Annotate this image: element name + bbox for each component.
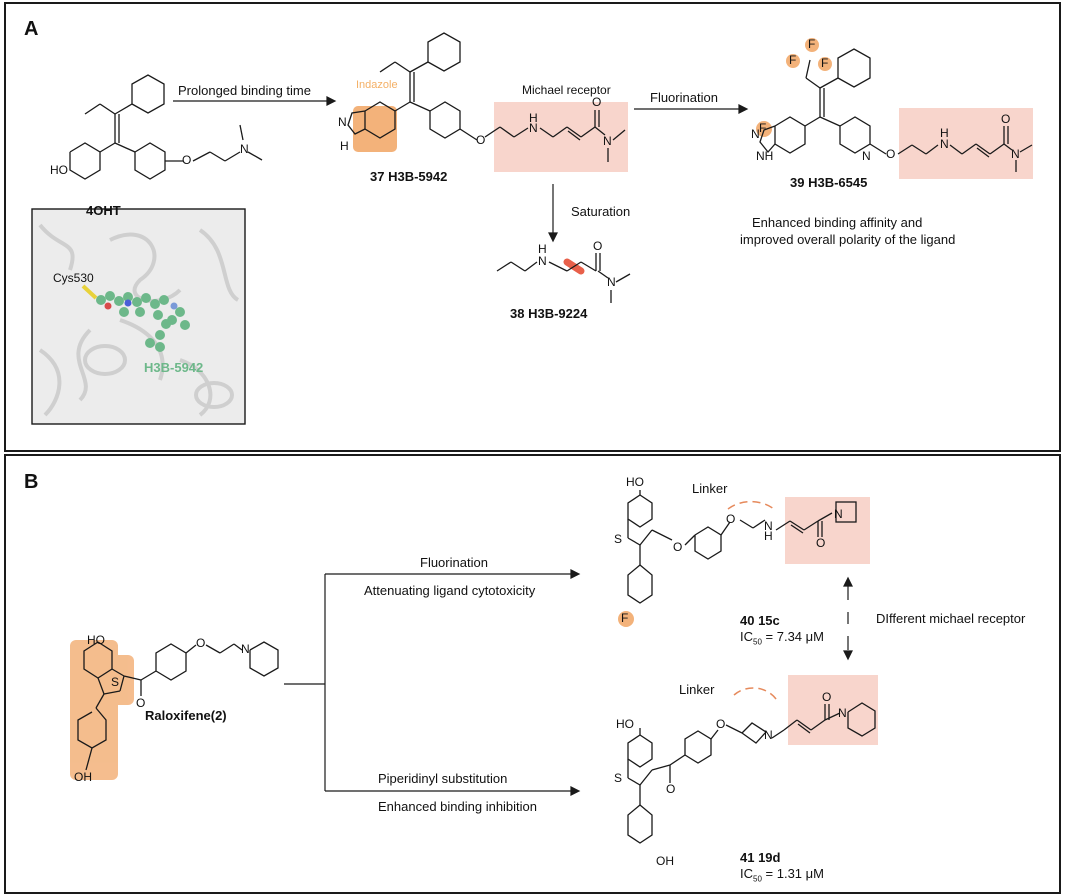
atom-nh-39: NH — [756, 149, 774, 163]
raloxifene-label: Raloxifene(2) — [145, 708, 227, 723]
atom-n-37: N — [338, 115, 347, 129]
different-receptor-note: DIfferent michael receptor — [876, 611, 1026, 626]
atom-n-40: N — [764, 519, 773, 533]
atom-n-azetidine-41: N — [764, 728, 773, 742]
compound-4oht-label: 4OHT — [86, 203, 121, 218]
atom-oh-41: OH — [656, 854, 674, 868]
atom-oh-raloxifene: OH — [74, 770, 92, 784]
atom-o-carbonyl-41: O — [666, 782, 676, 796]
atom-h-39: H — [940, 126, 949, 140]
atom-o-carbonyl-raloxifene: O — [136, 696, 146, 710]
inset-binding-pocket — [31, 208, 246, 425]
michael-box-40 — [785, 497, 870, 564]
linker-label-41: Linker — [679, 682, 715, 697]
atom-o-4oht: O — [182, 153, 192, 167]
atom-n-39: N — [751, 127, 760, 141]
atom-s-40: S — [614, 532, 623, 546]
atom-n-raloxifene: N — [241, 642, 250, 656]
atom-namide-39: N — [1011, 147, 1020, 161]
structure-37 — [347, 32, 626, 162]
structure-39 — [756, 38, 1033, 172]
atom-n-39b: N — [940, 137, 949, 151]
michael-box-41 — [788, 675, 878, 745]
linker-arc-40 — [727, 500, 775, 510]
atom-namide-40: N — [834, 507, 843, 521]
enhanced-note-line2: improved overall polarity of the ligand — [740, 232, 956, 247]
atom-o-carbonyl-39: O — [1001, 112, 1011, 126]
panel-b-letter: B — [24, 471, 39, 493]
atom-ho-40: HO — [626, 475, 644, 489]
atom-o-37: O — [476, 133, 486, 147]
atom-nh-37: H — [529, 111, 538, 125]
atom-n-37b: N — [529, 121, 538, 135]
ic50-40-value: = 7.34 μM — [765, 629, 824, 644]
atom-namide-38: N — [607, 275, 616, 289]
atom-npyr-39: N — [862, 149, 871, 163]
atom-o-phenoxy-40: O — [673, 540, 683, 554]
arrow-label-fluorination-b: Fluorination — [420, 555, 488, 570]
panel-a — [4, 2, 1061, 452]
arrow-label-inhibition: Enhanced binding inhibition — [378, 799, 538, 814]
arrow-label-prolonged: Prolonged binding time — [178, 83, 311, 98]
michael-box-39 — [899, 108, 1033, 179]
atom-f1-39: F — [789, 53, 797, 67]
structure-raloxifene — [70, 640, 279, 780]
atom-o-carbonyl-40: O — [816, 536, 826, 550]
linker-label-40: Linker — [692, 481, 728, 496]
atom-ho-41: HO — [616, 717, 634, 731]
panel-b — [4, 454, 1061, 894]
michael-box-37 — [494, 102, 628, 172]
ic50-41-value: = 1.31 μM — [765, 866, 824, 881]
arrow-label-cytotoxicity: Attenuating ligand cytotoxicity — [364, 583, 536, 598]
structure-4oht — [69, 74, 263, 180]
structure-40 — [618, 490, 857, 627]
ic50-41: IC50 = 1.31 μM — [740, 866, 824, 884]
atom-f2-39: F — [808, 37, 816, 51]
atom-o-ether-40: O — [726, 512, 736, 526]
compound-37-label: 37 H3B-5942 — [370, 169, 448, 184]
atom-o-carbonyl-37: O — [592, 95, 602, 109]
atom-f3-39: F — [821, 56, 829, 70]
atom-o-39: O — [886, 147, 896, 161]
michael-receptor-label: Michael receptor — [522, 83, 611, 97]
atom-h-38: H — [538, 242, 547, 256]
atom-n-piperidine-41: N — [838, 706, 847, 720]
atom-o-ether-raloxifene: O — [196, 636, 206, 650]
inset-ligand-label: H3B-5942 — [144, 360, 204, 375]
atom-o-38: O — [593, 239, 603, 253]
indazole-label: Indazole — [356, 79, 398, 91]
atom-h-37: H — [340, 139, 349, 153]
arrows-panel-b — [284, 569, 853, 796]
atom-n-38: N — [538, 254, 547, 268]
atom-f-39: F — [759, 121, 767, 135]
atom-s-41: S — [614, 771, 623, 785]
atom-namide-37: N — [603, 134, 612, 148]
enhanced-note-line1: Enhanced binding affinity and — [752, 215, 923, 230]
compound-40-label: 40 15c — [740, 613, 780, 628]
structure-38 — [496, 253, 631, 303]
linker-arc-41 — [733, 687, 779, 703]
atom-o-amide-41: O — [822, 690, 832, 704]
atom-ho-4oht: HO — [50, 163, 68, 177]
compound-39-label: 39 H3B-6545 — [790, 175, 868, 190]
atom-ho-raloxifene: HO — [87, 633, 105, 647]
compound-38-label: 38 H3B-9224 — [510, 306, 588, 321]
atom-f-40: F — [621, 611, 629, 625]
compound-41-label: 41 19d — [740, 850, 781, 865]
arrows-panel-a — [173, 96, 749, 243]
atom-o-ether-41: O — [716, 717, 726, 731]
ic50-40: IC50 = 7.34 μM — [740, 629, 824, 647]
atom-nh-40: H — [764, 529, 773, 543]
panel-a-letter: A — [24, 18, 39, 40]
arrow-label-fluorination-a: Fluorination — [650, 90, 718, 105]
arrow-label-piperidinyl: Piperidinyl substitution — [378, 771, 508, 786]
arrow-label-saturation: Saturation — [571, 204, 631, 219]
inset-cys-label: Cys530 — [53, 271, 94, 285]
structure-41 — [627, 702, 876, 844]
atom-n-4oht: N — [240, 142, 249, 156]
atom-s-raloxifene: S — [111, 675, 120, 689]
